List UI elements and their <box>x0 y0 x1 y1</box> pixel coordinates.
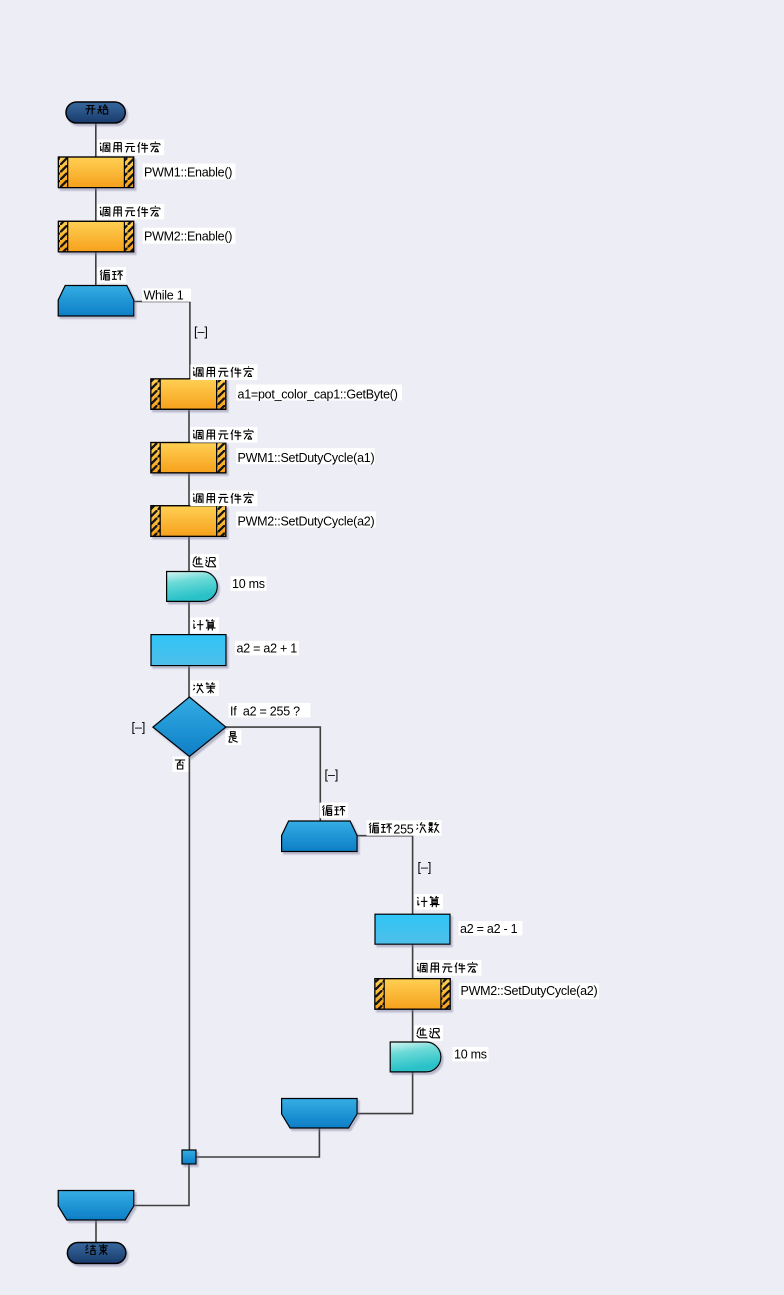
svg-text:PWM1::Enable(): PWM1::Enable() <box>144 165 232 179</box>
svg-text:a2 = a2 - 1: a2 = a2 - 1 <box>460 922 518 936</box>
svg-text:While 1: While 1 <box>144 289 184 303</box>
svg-text:[–]: [–] <box>325 768 339 782</box>
svg-text:[–]: [–] <box>132 721 146 735</box>
svg-text:10 ms: 10 ms <box>232 577 265 591</box>
svg-text:[–]: [–] <box>194 325 208 339</box>
svg-text:PWM2::SetDutyCycle(a2): PWM2::SetDutyCycle(a2) <box>461 984 598 998</box>
svg-text:PWM1::SetDutyCycle(a1): PWM1::SetDutyCycle(a1) <box>238 451 375 465</box>
svg-text:a2 = a2 + 1: a2 = a2 + 1 <box>237 642 298 656</box>
svg-text:PWM2::SetDutyCycle(a2): PWM2::SetDutyCycle(a2) <box>238 514 375 528</box>
svg-text:10 ms: 10 ms <box>454 1048 487 1062</box>
svg-text:[–]: [–] <box>418 861 432 875</box>
svg-text:PWM2::Enable(): PWM2::Enable() <box>144 230 232 244</box>
svg-text:255: 255 <box>393 822 413 836</box>
svg-text:If a2 = 255 ?: If a2 = 255 ? <box>230 704 300 718</box>
svg-text:a1=pot_color_cap1::GetByte(): a1=pot_color_cap1::GetByte() <box>238 387 398 401</box>
